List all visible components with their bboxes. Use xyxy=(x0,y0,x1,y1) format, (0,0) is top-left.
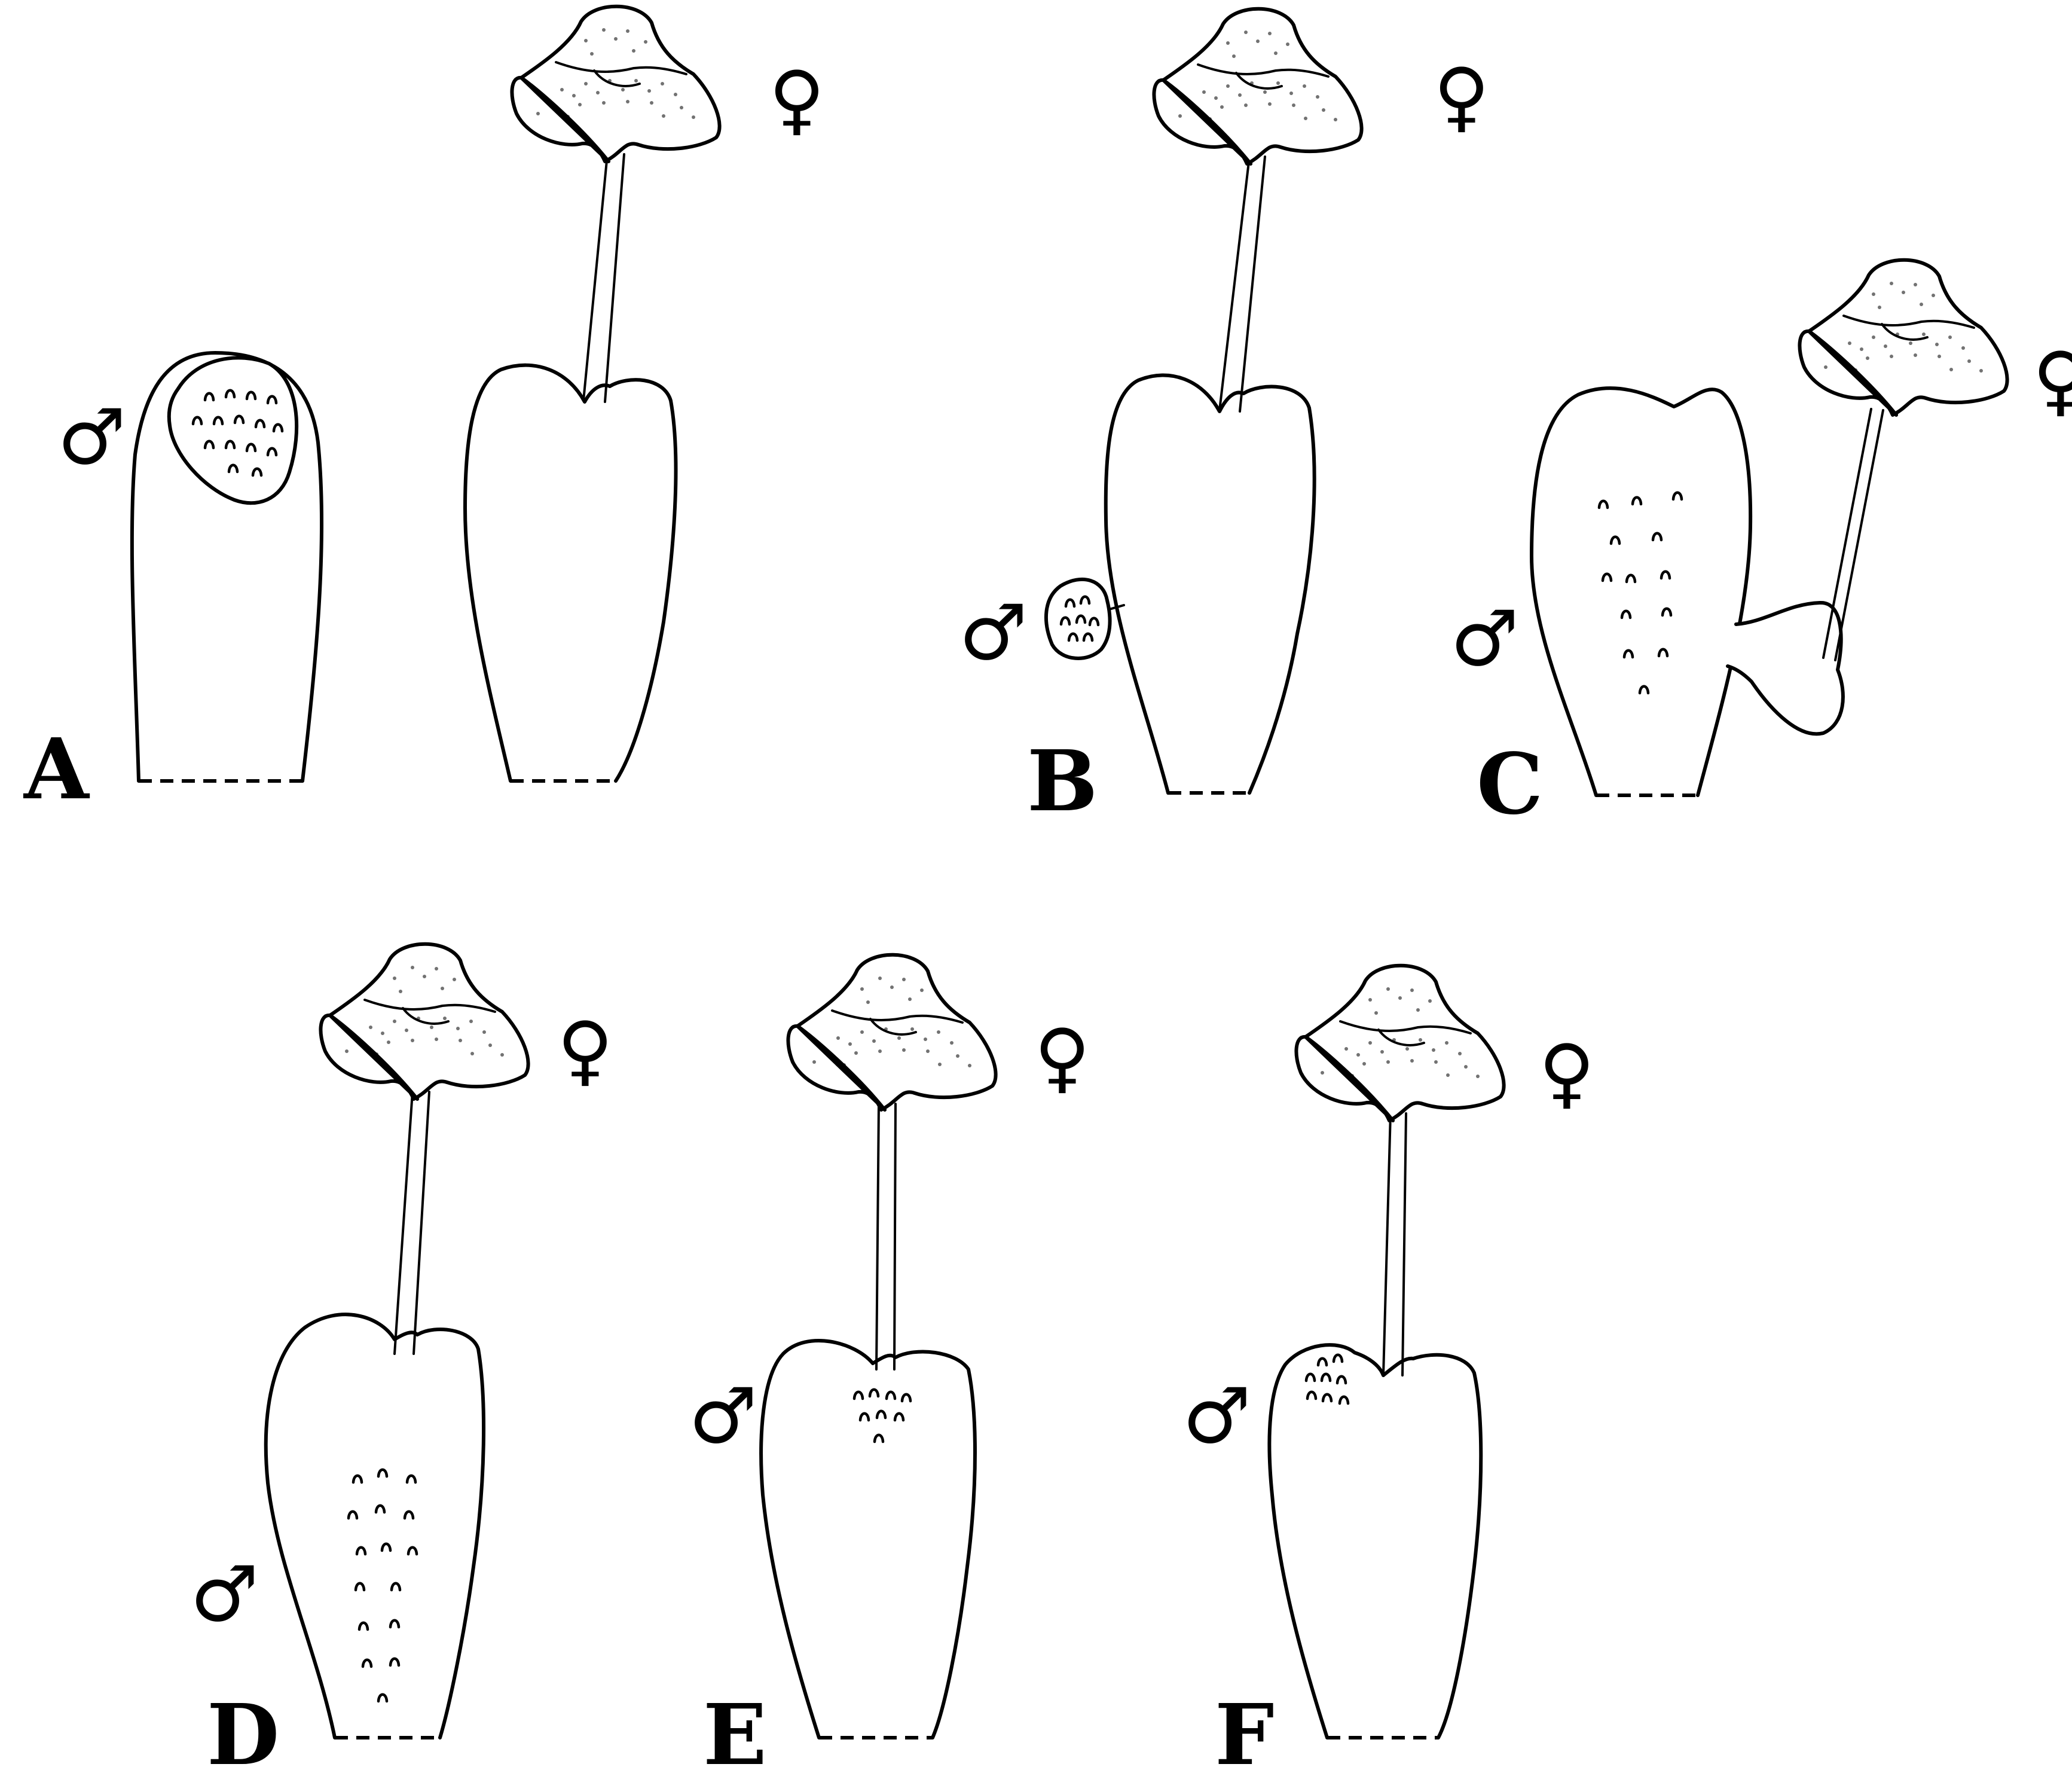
male-thallus xyxy=(1532,388,1750,795)
panel-letter-f: F xyxy=(1215,1686,1274,1767)
panel-c: C ♂ ♀ xyxy=(1450,260,2072,834)
female-receptacle xyxy=(320,944,528,1099)
panel-letter-c: C xyxy=(1477,736,1543,834)
female-receptacle xyxy=(1154,9,1361,164)
female-thallus xyxy=(465,365,676,781)
female-thallus xyxy=(1728,603,1843,734)
female-symbol-b: ♀ xyxy=(1434,52,1490,141)
panel-letter-e: E xyxy=(703,1686,767,1767)
panel-letter-a: A xyxy=(23,721,90,819)
male-symbol-d: ♂ xyxy=(190,1550,259,1639)
female-thallus xyxy=(1106,376,1315,793)
thallus xyxy=(761,1341,975,1738)
female-receptacle xyxy=(512,7,719,161)
female-symbol-c: ♀ xyxy=(2033,336,2072,425)
panel-a: A ♂ ♀ xyxy=(23,7,825,819)
thallus xyxy=(1269,1345,1481,1738)
male-symbol-c: ♂ xyxy=(1450,594,1519,683)
female-symbol-f: ♀ xyxy=(1539,1029,1595,1118)
panel-d: D ♂ ♀ xyxy=(190,944,613,1767)
female-symbol-a: ♀ xyxy=(769,55,825,144)
panel-b: B ♂ ♀ xyxy=(959,9,1490,831)
male-symbol-a: ♂ xyxy=(57,393,126,482)
female-symbol-d: ♀ xyxy=(557,1006,613,1095)
male-symbol-b: ♂ xyxy=(959,588,1028,677)
panel-f: F ♂ ♀ xyxy=(1182,966,1595,1767)
female-receptacle xyxy=(1799,260,2007,415)
male-symbol-e: ♂ xyxy=(689,1372,757,1461)
female-receptacle xyxy=(1296,966,1503,1121)
female-receptacle xyxy=(788,955,995,1110)
thallus xyxy=(266,1314,484,1738)
panel-letter-d: D xyxy=(207,1686,279,1767)
male-symbol-f: ♂ xyxy=(1182,1372,1251,1461)
panel-e: E ♂ ♀ xyxy=(689,955,1090,1767)
panel-letter-b: B xyxy=(1027,733,1098,831)
female-symbol-e: ♀ xyxy=(1034,1013,1090,1102)
